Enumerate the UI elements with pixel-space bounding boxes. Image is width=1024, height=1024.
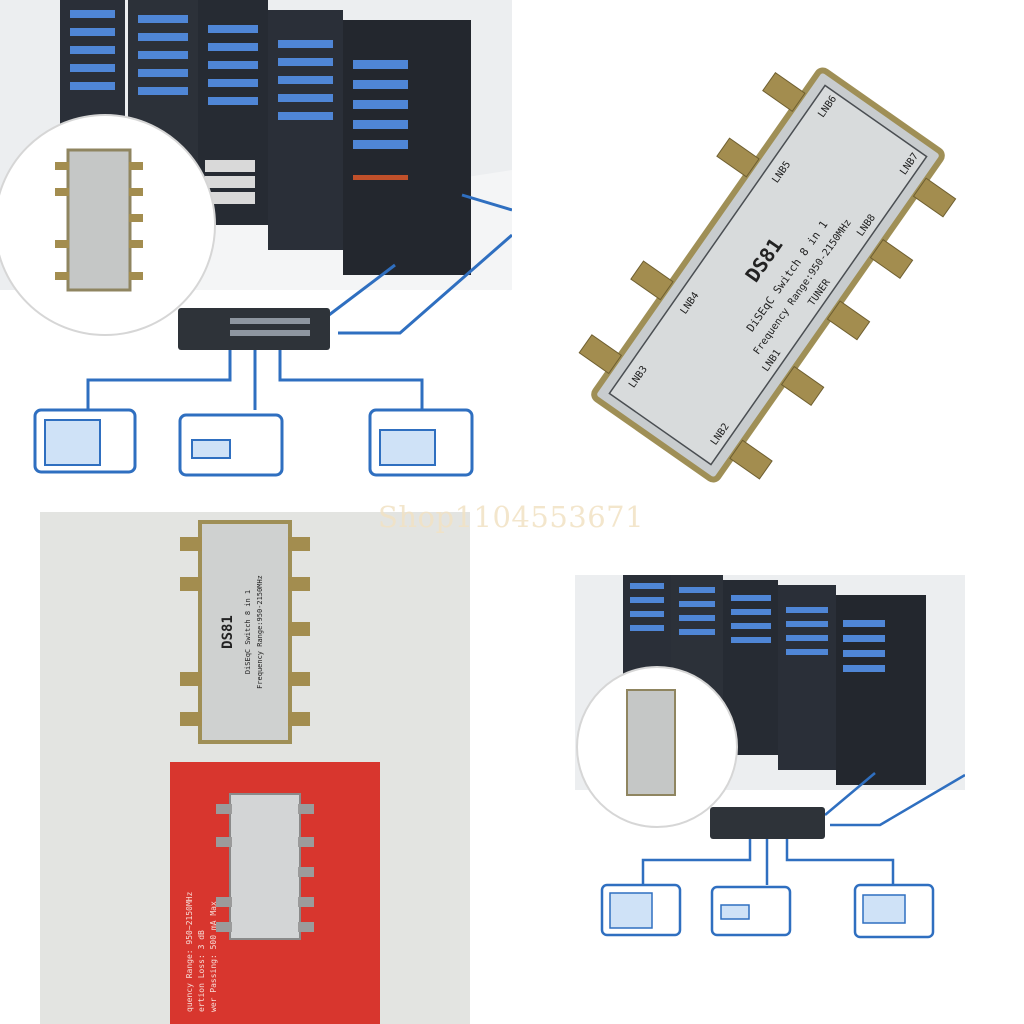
network-lines-small: [641, 772, 965, 885]
network-switch-small: [710, 807, 825, 839]
receiver-icon-small: [710, 885, 792, 937]
computer-icon-small: [600, 883, 682, 937]
device-frequency-label-2: Frequency Range:950-2150MHz: [256, 575, 264, 689]
ds81-device-image: DS81 DiSEqC Switch 8 in 1 Frequency Rang…: [578, 67, 957, 483]
server-network-diagram-photo: [0, 0, 512, 512]
device-and-box-image: DS81 DiSEqC Switch 8 in 1 Frequency Rang…: [40, 512, 470, 1024]
box-spec-line-3: wer Passing: 500 mA Max: [209, 901, 218, 1012]
computer-icon: [33, 408, 137, 474]
device-model-label-2: DS81: [220, 615, 236, 649]
device-thumbnail: [55, 148, 143, 292]
server-network-illustration: [0, 0, 512, 477]
device-with-box-photo: DS81 DiSEqC Switch 8 in 1 Frequency Rang…: [40, 512, 470, 1024]
receiver-icon: [178, 413, 284, 477]
device-closeup-photo: DS81 DiSEqC Switch 8 in 1 Frequency Rang…: [512, 0, 1024, 512]
shop-watermark: Shop1104553671: [378, 500, 645, 534]
device-thumbnail-small: [626, 689, 676, 796]
server-network-illustration-small: [575, 575, 965, 939]
server-network-diagram-photo-small: [575, 575, 965, 965]
terminal-icon: [368, 408, 474, 477]
network-lines: [86, 193, 512, 410]
terminal-icon-small: [853, 883, 935, 939]
device-subtitle-label-2: DiSEqC Switch 8 in 1: [244, 590, 252, 674]
box-spec-line-1: quency Range: 950~2150MHz: [185, 891, 194, 1012]
network-switch: [178, 308, 330, 350]
box-spec-line-2: ertion Loss: 3 dB: [197, 930, 206, 1012]
